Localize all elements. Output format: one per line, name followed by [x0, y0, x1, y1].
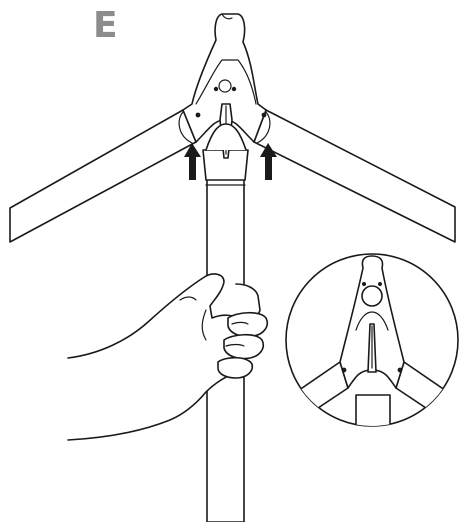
step-label: E [93, 5, 118, 46]
right-leg [253, 109, 456, 243]
left-leg [9, 109, 197, 243]
hub-connector [182, 13, 267, 159]
magnifier-circle-icon [285, 253, 459, 427]
up-arrow-icon [184, 143, 201, 180]
up-arrow-icon [260, 143, 277, 180]
hand [67, 273, 269, 441]
